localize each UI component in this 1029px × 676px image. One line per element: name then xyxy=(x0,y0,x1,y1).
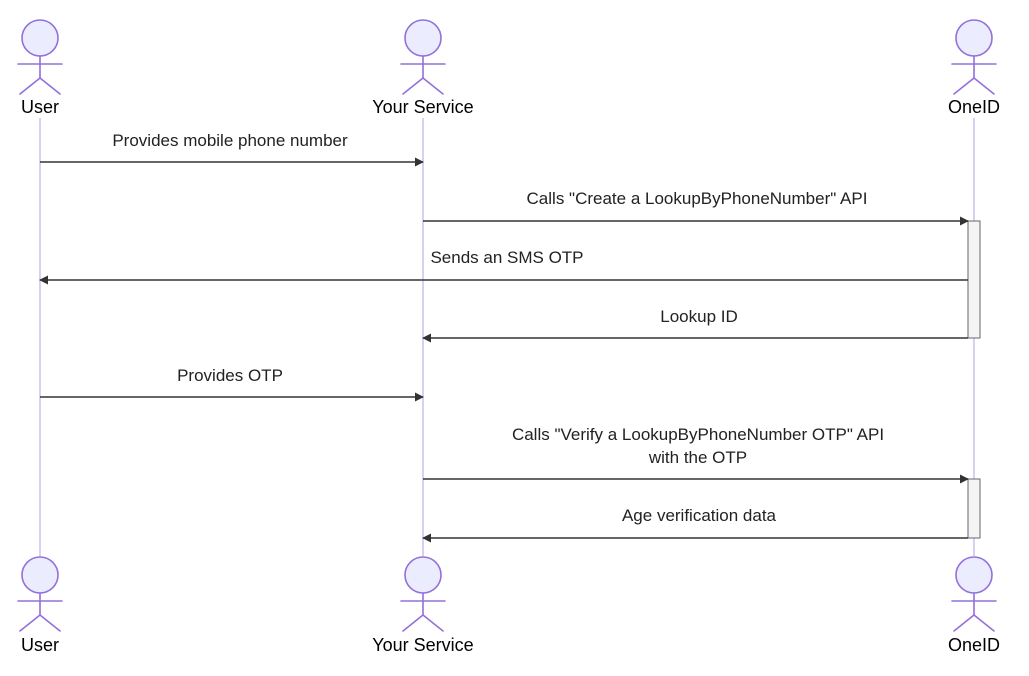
message-label: Provides mobile phone number xyxy=(112,131,348,150)
message-provides-phone-number: Provides mobile phone number xyxy=(40,131,424,167)
message-label: Lookup ID xyxy=(660,307,738,326)
message-label: Calls "Create a LookupByPhoneNumber" API xyxy=(527,189,868,208)
actor-head-icon xyxy=(955,19,993,57)
message-age-verification-data: Age verification data xyxy=(422,506,968,543)
actor-head-icon xyxy=(404,19,442,57)
actor-oneid-top: OneID xyxy=(948,19,1000,117)
message-lookup-id: Lookup ID xyxy=(422,307,968,343)
activation-oneid-2 xyxy=(967,478,981,539)
message-label: Provides OTP xyxy=(177,366,283,385)
message-label: with the OTP xyxy=(648,448,747,467)
actor-label-your-service: Your Service xyxy=(372,97,473,117)
actor-user-top: User xyxy=(17,19,63,117)
actor-your-service-top: Your Service xyxy=(372,19,474,117)
message-create-lookup: Calls "Create a LookupByPhoneNumber" API xyxy=(423,189,969,226)
actor-head-icon xyxy=(21,556,59,594)
actor-label-user: User xyxy=(21,635,59,655)
actor-label-oneid: OneID xyxy=(948,97,1000,117)
actor-user-bottom: User xyxy=(17,556,63,655)
actor-label-oneid: OneID xyxy=(948,635,1000,655)
actor-oneid-bottom: OneID xyxy=(948,556,1000,655)
message-label: Calls "Verify a LookupByPhoneNumber OTP"… xyxy=(512,425,884,444)
message-label: Age verification data xyxy=(622,506,777,525)
message-label: Sends an SMS OTP xyxy=(430,248,583,267)
message-sends-sms-otp: Sends an SMS OTP xyxy=(39,248,968,285)
actor-label-user: User xyxy=(21,97,59,117)
actor-your-service-bottom: Your Service xyxy=(372,556,474,655)
actor-head-icon xyxy=(955,556,993,594)
actor-head-icon xyxy=(21,19,59,57)
actor-head-icon xyxy=(404,556,442,594)
actor-label-your-service: Your Service xyxy=(372,635,473,655)
activation-oneid-1 xyxy=(967,220,981,339)
message-provides-otp: Provides OTP xyxy=(40,366,424,402)
message-verify-lookup-otp: Calls "Verify a LookupByPhoneNumber OTP"… xyxy=(423,425,969,484)
